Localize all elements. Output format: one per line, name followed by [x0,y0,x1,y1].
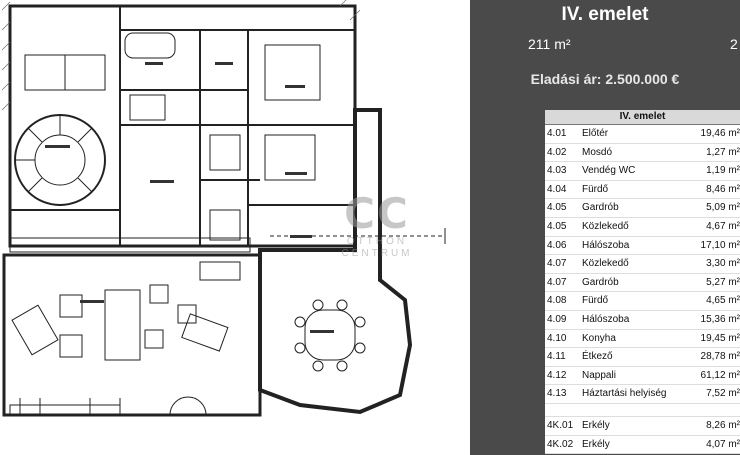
watermark-logo: CC OTTHON CENTRUM [332,192,422,260]
room-area: 3,30 m² [706,258,740,270]
table-row: 4.08 Fürdő 4,65 m² [545,292,740,311]
room-id: 4K.01 [547,419,574,431]
balcony-row: 4K.01 Erkély 8,26 m² [545,417,740,436]
room-name: Gardrób [582,276,619,288]
room-id: 4.05 [547,220,567,232]
room-name: Hálószoba [582,313,630,325]
room-area: 19,46 m² [700,128,740,139]
room-area: 8,26 m² [706,419,740,431]
table-row: 4.03 Vendég WC 1,19 m² [545,162,740,181]
table-spacer [545,403,740,417]
room-area: 4,65 m² [706,295,740,307]
room-name: Fürdő [582,295,609,307]
room-name: Előtér [582,128,609,139]
room-name: Konyha [582,332,616,344]
room-name: Gardrób [582,202,619,214]
room-id: 4.04 [547,183,567,195]
table-row: 4.01 Előtér 19,46 m² [545,125,740,144]
room-area: 4,07 m² [706,438,740,450]
balcony-row: 4K.02 Erkély 4,07 m² [545,436,740,455]
table-row: 4.05 Közlekedő 4,67 m² [545,218,740,237]
room-area: 19,45 m² [700,332,740,344]
room-id: 4.01 [547,128,567,139]
room-id: 4.10 [547,332,567,344]
room-table-header: IV. emelet [545,110,740,125]
table-row: 4.06 Hálószoba 17,10 m² [545,237,740,256]
info-panel: IV. emelet 211 m² 2 Eladási ár: 2.500.00… [470,0,740,455]
table-row: 4.05 Gardrób 5,09 m² [545,199,740,218]
floor-plan-drawing [1,0,446,417]
room-id: 4K.02 [547,438,574,450]
panel-title: IV. emelet [561,4,649,25]
table-row: 4.07 Gardrób 5,27 m² [545,274,740,293]
watermark-line2: CENTRUM [341,248,413,259]
room-id: 4.05 [547,202,567,214]
table-row: 4.13 Háztartási helyiség 7,52 m² [545,385,740,404]
room-id: 4.08 [547,295,567,307]
room-name: Közlekedő [582,220,629,232]
room-name: Erkély [582,438,610,450]
room-name: Háztartási helyiség [582,388,667,400]
room-id: 4.03 [547,165,567,177]
table-row: 4.09 Hálószoba 15,36 m² [545,311,740,330]
room-area: 4,67 m² [706,220,740,232]
table-row: 4.11 Étkező 28,78 m² [545,348,740,367]
table-row: 4.04 Fürdő 8,46 m² [545,181,740,200]
room-name: Mosdó [582,146,613,158]
room-id: 4.06 [547,239,567,251]
room-id: 4.07 [547,258,567,270]
room-area: 7,52 m² [706,388,740,400]
floor-plan: CC OTTHON CENTRUM [1,0,446,417]
room-id: 4.13 [547,388,567,400]
room-id: 4.09 [547,313,567,325]
room-area: 1,27 m² [706,146,740,158]
room-name: Közlekedő [582,258,629,270]
watermark-line1: OTTHON [346,236,408,247]
watermark-mark: CC [344,189,410,238]
room-id: 4.11 [547,351,566,363]
room-area: 61,12 m² [700,369,740,381]
room-id: 4.07 [547,276,567,288]
room-id: 4.02 [547,146,567,158]
room-name: Hálószoba [582,239,630,251]
room-name: Fürdő [582,183,609,195]
room-area: 8,46 m² [706,183,740,195]
room-name: Nappali [582,369,616,381]
room-name: Étkező [582,351,613,363]
room-table: IV. emelet 4.01 Előtér 19,46 m² 4.02 Mosdó 1,… [545,110,740,455]
room-area: 5,09 m² [706,202,740,214]
area-secondary: 2 [730,36,738,52]
sale-price: Eladási ár: 2.500.000 € [530,71,680,87]
room-name: Vendég WC [582,165,636,177]
table-row: 4.07 Közlekedő 3,30 m² [545,255,740,274]
area-total: 211 m² [528,36,571,52]
table-row: 4.02 Mosdó 1,27 m² [545,144,740,163]
room-area: 5,27 m² [706,276,740,288]
room-area: 17,10 m² [700,239,740,251]
room-area: 28,78 m² [700,351,740,363]
room-area: 1,19 m² [706,165,740,177]
room-table-body: 4.01 Előtér 19,46 m² 4.02 Mosdó 1,27 m² 4.03 Ve… [545,125,740,404]
room-id: 4.12 [547,369,567,381]
room-name: Erkély [582,419,610,431]
room-area: 15,36 m² [700,313,740,325]
table-row: 4.12 Nappali 61,12 m² [545,367,740,386]
table-row: 4.10 Konyha 19,45 m² [545,330,740,349]
